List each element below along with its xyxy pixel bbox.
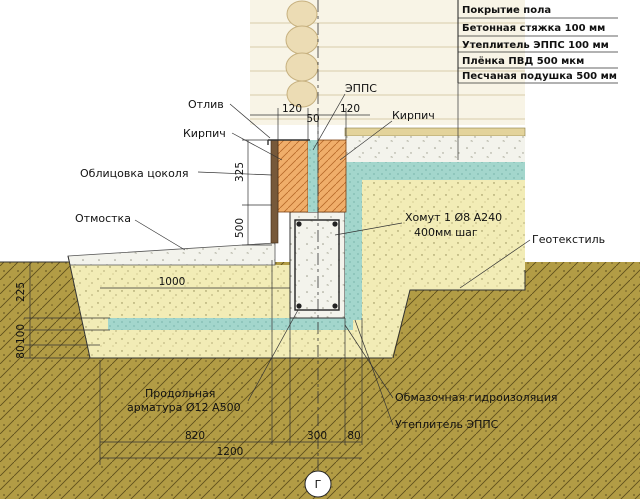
dim-325: 325 (234, 162, 246, 182)
dim-300: 300 (307, 430, 327, 442)
dim-225: 225 (15, 282, 27, 302)
brick-left (277, 139, 309, 213)
epps-horizontal (345, 162, 525, 320)
vertical-dims-plinth: 325 500 (234, 139, 278, 246)
dim-1000-group: 1000 (100, 276, 290, 289)
label-kirpich-right: Кирпич (392, 109, 435, 122)
axis-marker (304, 470, 332, 498)
top-dimensions: 120 50 120 (250, 103, 370, 140)
label-epps-top: ЭППС (345, 82, 377, 95)
blind-area-slab (67, 242, 276, 266)
legend: Покрытие пола Бетонная стяжка 100 мм Уте… (457, 0, 618, 160)
label-prodolnaya-rebar: арматура Ø12 А500 (127, 401, 241, 414)
plinth-cladding (270, 139, 279, 244)
label-kirpich-left: Кирпич (183, 127, 226, 140)
axis-label: Г (315, 478, 322, 491)
dim-100: 100 (15, 324, 27, 344)
label-khomut-step: 400мм шаг (414, 226, 478, 239)
concrete-screed (345, 136, 525, 162)
label-otmostka: Отмостка (75, 212, 131, 225)
legend-item: Бетонная стяжка 100 мм (462, 23, 605, 34)
foundation-beam (289, 211, 346, 319)
legend-item: Утеплитель ЭППС 100 мм (462, 40, 609, 51)
pit-outline (392, 270, 526, 359)
dim-500: 500 (234, 218, 246, 238)
label-oblitsovka: Облицовка цоколя (80, 167, 188, 180)
epps-between-brick (308, 140, 318, 212)
dim-1000: 1000 (159, 276, 186, 288)
dim-80-bottom: 80 (347, 430, 360, 442)
dim-50: 50 (306, 113, 319, 125)
log-column (285, 0, 319, 108)
longitudinal-rebar (296, 221, 338, 309)
bottom-dimensions: 820 300 80 1200 (99, 260, 363, 465)
label-prodolnaya: Продольная (145, 387, 215, 400)
floor-covering (344, 127, 526, 137)
brick-right (317, 139, 347, 213)
dim-820: 820 (185, 430, 205, 442)
label-uteplitel-bottom: Утеплитель ЭППС (395, 418, 499, 431)
dim-120-left: 120 (282, 103, 302, 115)
legend-item: Покрытие пола (462, 5, 551, 16)
label-obmazochnaya: Обмазочная гидроизоляция (395, 391, 557, 404)
dim-1200: 1200 (217, 446, 244, 458)
legend-item: Плёнка ПВД 500 мкм (462, 55, 584, 67)
left-vertical-dims: 225 100 80 (15, 261, 110, 359)
dim-80: 80 (15, 345, 27, 358)
epps-under-blind-area (108, 318, 353, 330)
label-geotekstil: Геотекстиль (532, 233, 605, 246)
epps-vertical-beam (345, 180, 359, 320)
rebar-stirrup (294, 219, 340, 311)
label-khomut: Хомут 1 Ø8 А240 (405, 211, 502, 224)
label-otliv: Отлив (188, 98, 224, 111)
dim-120-right: 120 (340, 103, 360, 115)
legend-item: Песчаная подушка 500 мм (462, 71, 617, 82)
